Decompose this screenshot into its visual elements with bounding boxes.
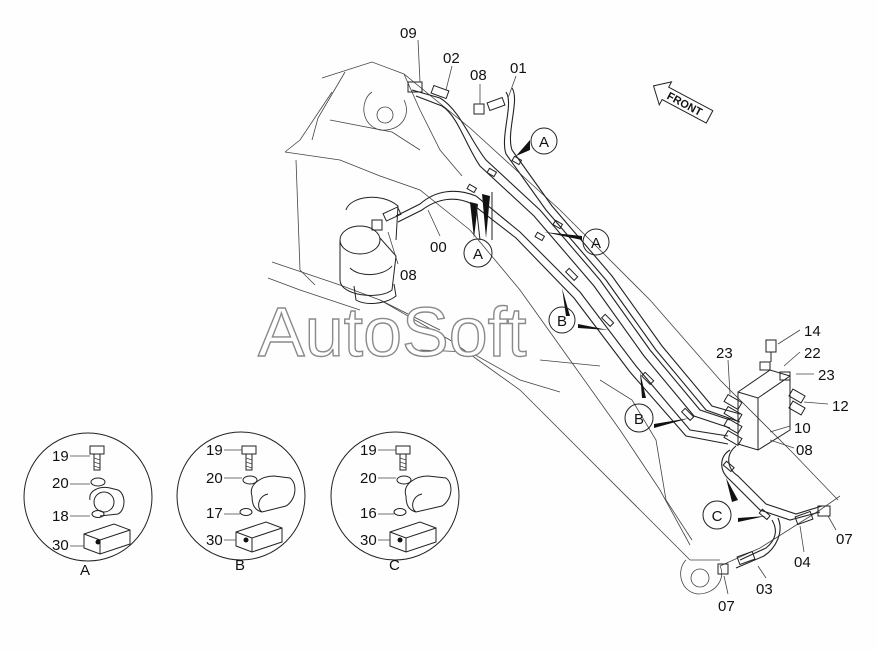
detail-view-c: 19 20 16 30 C	[330, 431, 460, 574]
callout-23-left: 23	[716, 345, 733, 362]
detail-a-part-30: 30	[52, 537, 69, 554]
detail-a-part-19: 19	[52, 448, 69, 465]
section-marker-b1: B	[548, 306, 576, 334]
callout-07-right: 07	[836, 531, 853, 548]
front-arrow: FRONT	[652, 81, 714, 124]
section-marker-a3: A	[582, 228, 610, 256]
detail-b-part-19: 19	[206, 442, 223, 459]
detail-b-letter: B	[235, 557, 245, 574]
svg-text:B: B	[557, 313, 567, 330]
leader-lines	[387, 39, 837, 595]
callout-10: 10	[794, 420, 811, 437]
callout-02: 02	[443, 50, 460, 67]
callout-08-right: 08	[796, 442, 813, 459]
callout-14: 14	[804, 323, 821, 340]
callout-04: 04	[794, 554, 811, 571]
detail-a-part-18: 18	[52, 508, 69, 525]
detail-c-letter: C	[389, 557, 400, 574]
callout-03: 03	[756, 581, 773, 598]
callout-23-right: 23	[818, 367, 835, 384]
section-marker-b2: B	[624, 403, 654, 433]
detail-view-b: 19 20 17 30 B	[176, 431, 306, 574]
boom-outline	[267, 61, 841, 595]
detail-a-part-20: 20	[52, 475, 69, 492]
section-marker-a1: A	[530, 127, 558, 155]
callout-01: 01	[510, 60, 527, 77]
svg-text:B: B	[634, 411, 644, 428]
svg-text:A: A	[591, 235, 601, 252]
fittings	[371, 81, 831, 575]
detail-b-part-20: 20	[206, 470, 223, 487]
manifold-assembly	[723, 339, 806, 451]
watermark-text: AutoSoft	[258, 293, 527, 371]
callout-08-left: 08	[400, 267, 417, 284]
callout-22: 22	[804, 345, 821, 362]
svg-text:A: A	[473, 246, 483, 263]
callout-00: 00	[430, 239, 447, 256]
section-marker-a2: A	[463, 238, 493, 268]
detail-b-part-30: 30	[206, 532, 223, 549]
detail-b-part-17: 17	[206, 505, 223, 522]
svg-text:A: A	[539, 134, 549, 151]
detail-a-letter: A	[80, 562, 90, 579]
hose-routing	[395, 87, 823, 569]
section-marker-c1: C	[702, 500, 732, 530]
part-callouts: 09 02 08 01 00 08 14 22 23 23 12 10 08 0…	[400, 25, 853, 615]
detail-c-part-16: 16	[360, 505, 377, 522]
marker-pointers	[470, 140, 766, 522]
detail-c-part-19: 19	[360, 442, 377, 459]
svg-text:C: C	[712, 508, 723, 525]
detail-c-part-30: 30	[360, 532, 377, 549]
boom-cylinder	[339, 196, 399, 304]
detail-view-a: 19 20 18 30 A	[23, 432, 153, 579]
callout-08-top: 08	[470, 67, 487, 84]
callout-12: 12	[832, 398, 849, 415]
callout-07-bottom: 07	[718, 598, 735, 615]
hose-clamps	[466, 155, 771, 521]
detail-c-part-20: 20	[360, 470, 377, 487]
callout-09: 09	[400, 25, 417, 42]
